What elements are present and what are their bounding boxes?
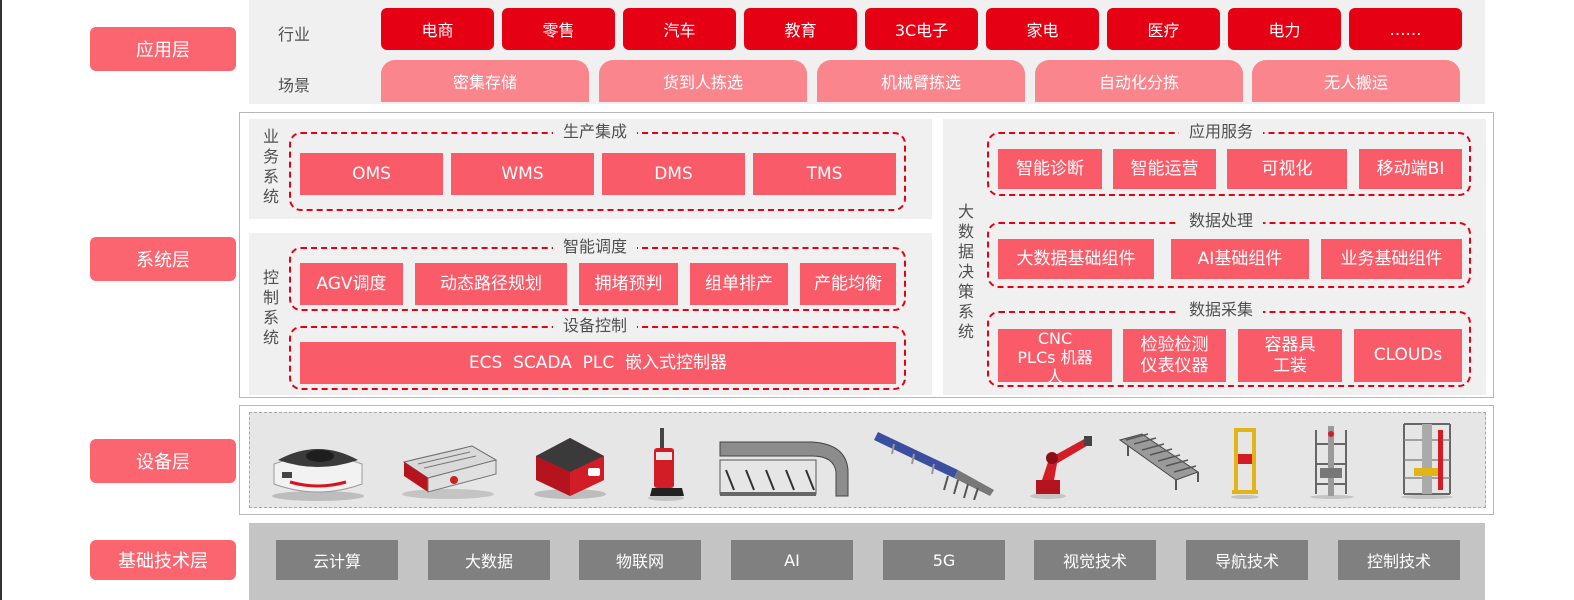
service-item: 可视化 — [1227, 149, 1347, 189]
sorting-robot-icon — [402, 445, 498, 499]
processing-item: 大数据基础组件 — [998, 239, 1154, 279]
stacker-crane-icon — [1401, 423, 1453, 499]
industry-item: 医疗 — [1107, 8, 1220, 50]
page-left-border — [0, 0, 2, 600]
tech-item: 视觉技术 — [1034, 540, 1156, 580]
data-processing-title: 数据处理 — [1179, 211, 1264, 231]
industry-item: 教育 — [744, 8, 857, 50]
layer-tag-app: 应用层 — [90, 27, 236, 71]
scene-item: 无人搬运 — [1252, 60, 1460, 102]
business-system-label: 业 务 系 统 — [262, 127, 279, 206]
tech-item: 5G — [883, 540, 1005, 580]
device-control-item: ECS SCADA PLC 嵌入式控制器 — [300, 342, 896, 384]
app-service-title: 应用服务 — [1179, 122, 1264, 142]
bigdata-decision-label: 大 数 据 决 策 系 统 — [957, 202, 974, 341]
robotic-arm-icon — [1030, 436, 1092, 499]
processing-item: 业务基础组件 — [1321, 239, 1462, 279]
production-integration-title: 生产集成 — [553, 122, 638, 142]
layer-tag-base: 基础技术层 — [90, 540, 236, 580]
industry-item: 家电 — [986, 8, 1099, 50]
roller-conveyor-icon — [1118, 433, 1200, 490]
tech-item: 云计算 — [276, 540, 398, 580]
scene-item: 自动化分拣 — [1035, 60, 1243, 102]
tech-item: AI — [731, 540, 853, 580]
collection-item: CNC PLCs 机器 人 — [998, 329, 1112, 382]
shuttle-rack-icon — [1310, 426, 1354, 499]
dispatch-item: 产能均衡 — [800, 263, 896, 305]
industry-item: 零售 — [502, 8, 615, 50]
industry-item: 3C电子 — [865, 8, 978, 50]
business-item: OMS — [300, 153, 443, 195]
service-item: 智能诊断 — [998, 149, 1102, 189]
smart-dispatch-title: 智能调度 — [553, 237, 638, 257]
service-item: 智能运营 — [1113, 149, 1216, 189]
scene-item: 机械臂拣选 — [817, 60, 1025, 102]
business-item: TMS — [753, 153, 896, 195]
tech-item: 导航技术 — [1186, 540, 1308, 580]
industry-item: 电商 — [381, 8, 494, 50]
layer-tag-device: 设备层 — [90, 439, 236, 483]
collection-item: 检验检测 仪表仪器 — [1123, 329, 1226, 382]
scene-item: 货到人拣选 — [599, 60, 807, 102]
industry-item: 电力 — [1228, 8, 1341, 50]
scene-row-label: 场景 — [278, 76, 311, 95]
linear-sorter-icon — [874, 432, 994, 500]
dispatch-item: 动态路径规划 — [415, 263, 567, 305]
tech-item: 大数据 — [428, 540, 550, 580]
device-control-title: 设备控制 — [553, 316, 638, 336]
latent-agv-robot-icon — [272, 449, 364, 501]
tech-item: 物联网 — [579, 540, 701, 580]
tech-item: 控制技术 — [1338, 540, 1460, 580]
industry-item: 汽车 — [623, 8, 736, 50]
dispatch-item: 组单排产 — [690, 263, 788, 305]
layer-tag-system: 系统层 — [90, 237, 236, 281]
processing-item: AI基础组件 — [1171, 239, 1309, 279]
industry-item: …… — [1349, 8, 1462, 50]
red-agv-robot-icon — [534, 438, 606, 499]
scene-item: 密集存储 — [381, 60, 589, 102]
data-collection-title: 数据采集 — [1179, 300, 1264, 320]
service-item: 移动端BI — [1359, 149, 1462, 189]
control-system-label: 控 制 系 统 — [262, 268, 279, 347]
forklift-agv-icon — [648, 428, 684, 501]
collection-item: CLOUDs — [1354, 329, 1462, 382]
curved-conveyor-sorter-icon — [719, 441, 849, 497]
dispatch-item: AGV调度 — [300, 263, 403, 305]
yellow-lift-icon — [1231, 428, 1259, 499]
business-item: WMS — [451, 153, 594, 195]
business-item: DMS — [602, 153, 745, 195]
dispatch-item: 拥堵预判 — [579, 263, 678, 305]
collection-item: 容器具 工装 — [1238, 329, 1342, 382]
industry-row-label: 行业 — [278, 25, 311, 44]
